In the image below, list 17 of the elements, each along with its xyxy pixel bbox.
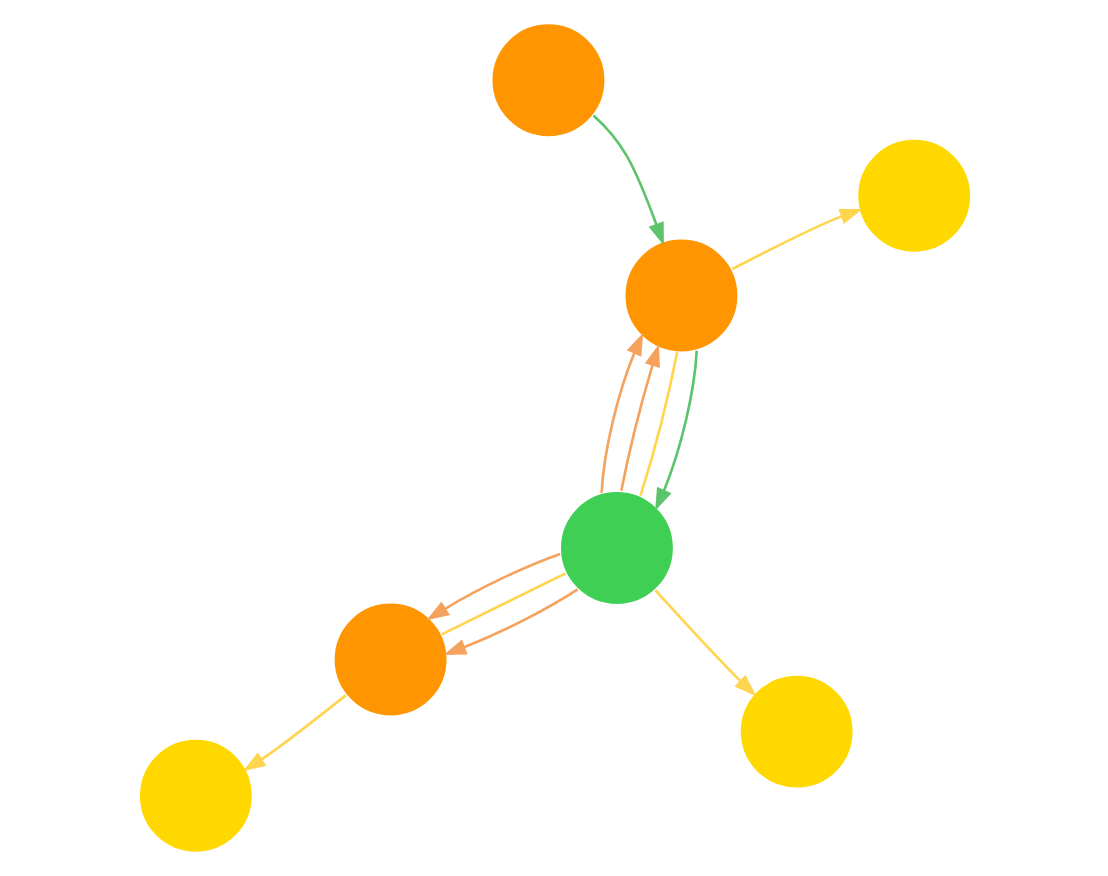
- node-circle: [137, 738, 253, 854]
- node-circle: [738, 673, 854, 790]
- arrow: [425, 552, 560, 621]
- arrow: [730, 208, 862, 271]
- arrow: [599, 332, 643, 493]
- arrow: [442, 588, 578, 655]
- node-circle: [622, 237, 739, 354]
- arrow: [654, 350, 698, 511]
- node-circle: [489, 22, 606, 138]
- connector: [638, 351, 678, 497]
- node-circle: [558, 490, 674, 606]
- arrow: [241, 694, 346, 772]
- arrow: [591, 114, 663, 246]
- arrow: [619, 343, 659, 491]
- connector: [440, 572, 566, 636]
- node-circle: [855, 138, 971, 254]
- arrow: [653, 589, 756, 697]
